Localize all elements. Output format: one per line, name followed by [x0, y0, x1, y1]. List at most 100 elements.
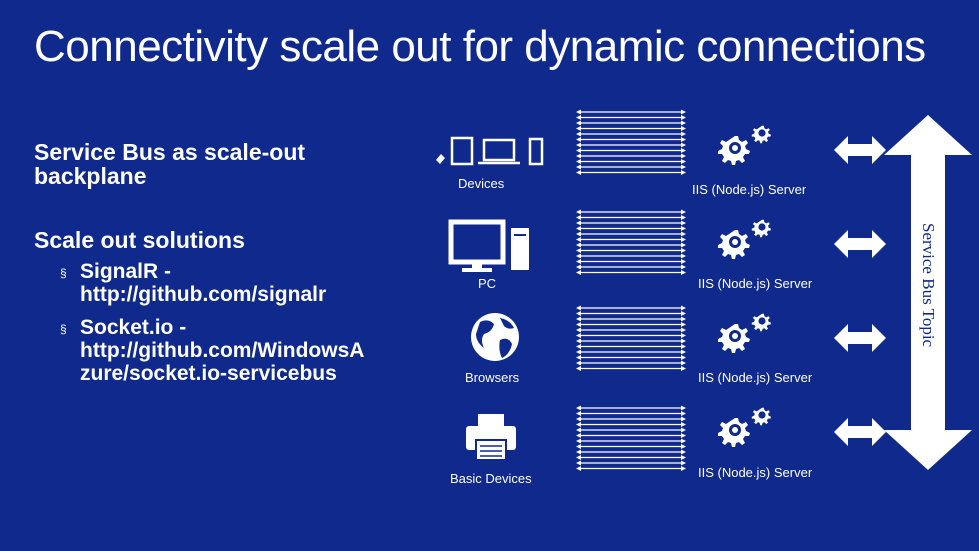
arrowhead-right — [681, 322, 686, 327]
arrowhead-left — [576, 422, 581, 427]
arrowhead-left — [576, 311, 581, 316]
arrowhead-right — [681, 422, 686, 427]
arrowhead-left — [576, 349, 581, 355]
arrowhead-left — [576, 264, 581, 270]
slide-title: Connectivity scale out for dynamic conne… — [34, 22, 926, 71]
bullet-socketio: Socket.io - http://github.com/WindowsA z… — [80, 316, 364, 385]
arrowhead-right — [681, 159, 686, 164]
arrowhead-left — [576, 209, 581, 215]
arrowhead-right — [681, 109, 686, 115]
arrowhead-left — [576, 253, 581, 259]
double-arrow-3 — [834, 324, 886, 352]
arrowhead-right — [681, 170, 686, 175]
arrowhead-right — [681, 405, 686, 411]
arrowhead-left — [576, 344, 581, 349]
arrowhead-left — [576, 360, 581, 366]
arrowhead-right — [681, 253, 686, 259]
arrowhead-right — [681, 209, 686, 215]
globe-icon — [471, 313, 519, 361]
arrowhead-right — [681, 338, 686, 344]
arrowhead-left — [576, 120, 581, 126]
arrowhead-left — [576, 460, 581, 466]
arrowhead-right — [681, 438, 686, 444]
arrowhead-right — [681, 215, 686, 220]
arrowhead-left — [576, 215, 581, 220]
arrowhead-right — [681, 153, 686, 159]
arrowhead-right — [681, 226, 686, 231]
arrowhead-left — [576, 248, 581, 253]
arrowhead-right — [681, 231, 686, 237]
arrowhead-left — [576, 126, 581, 131]
client-label-browsers: Browsers — [465, 370, 520, 385]
printer-icon — [466, 414, 516, 461]
devices-icon — [436, 136, 544, 166]
arrowhead-right — [681, 137, 686, 142]
bullet-socketio-line2: http://github.com/WindowsA — [80, 339, 365, 362]
arrowhead-left — [576, 131, 581, 137]
arrowhead-left — [576, 366, 581, 371]
arrowhead-right — [681, 460, 686, 466]
client-label-basic-devices: Basic Devices — [450, 471, 532, 486]
bullet-signalr-line1: SignalR - — [80, 260, 172, 283]
bullet-socketio-line3: zure/socket.io-servicebus — [80, 362, 337, 385]
arrowhead-left — [576, 170, 581, 175]
server-label-3: IIS (Node.js) Server — [698, 370, 813, 385]
arrowhead-left — [576, 327, 581, 333]
arrowhead-left — [576, 405, 581, 411]
arrowhead-left — [576, 355, 581, 360]
arrowhead-left — [576, 220, 581, 226]
arrowhead-left — [576, 164, 581, 170]
gears-icon-4 — [718, 407, 771, 447]
arrowhead-left — [576, 305, 581, 311]
arrowhead-right — [681, 466, 686, 471]
heading-backplane-line2: backplane — [34, 163, 147, 189]
heading-backplane-line1: Service Bus as scale-out — [34, 139, 306, 165]
service-bus-topic-arrow — [884, 115, 972, 470]
arrowhead-right — [681, 455, 686, 460]
arrowhead-right — [681, 164, 686, 170]
connection-bundles — [576, 109, 686, 471]
double-arrow-1 — [834, 136, 886, 164]
arrowhead-right — [681, 333, 686, 338]
arrowhead-left — [576, 416, 581, 422]
arrowhead-right — [681, 120, 686, 126]
arrowhead-right — [681, 237, 686, 242]
arrowhead-left — [576, 226, 581, 231]
arrowhead-right — [681, 444, 686, 449]
bullet-mark-1: § — [60, 266, 67, 280]
pc-icon — [448, 219, 529, 272]
arrowhead-left — [576, 153, 581, 159]
gears-icon-1 — [718, 125, 771, 165]
arrowhead-right — [681, 433, 686, 438]
arrowhead-right — [681, 311, 686, 316]
arrowhead-right — [681, 220, 686, 226]
heading-scale-out: Scale out solutions — [34, 227, 245, 253]
arrowhead-left — [576, 427, 581, 433]
arrowhead-left — [576, 449, 581, 455]
arrowhead-right — [681, 115, 686, 120]
arrowhead-left — [576, 333, 581, 338]
arrowhead-right — [681, 242, 686, 248]
service-bus-topic-label: Service Bus Topic — [919, 222, 938, 348]
arrowhead-left — [576, 242, 581, 248]
arrowhead-left — [576, 109, 581, 115]
arrowhead-left — [576, 433, 581, 438]
bullet-mark-2: § — [60, 322, 67, 336]
bullet-signalr-line2: http://github.com/signalr — [80, 283, 327, 306]
arrowhead-left — [576, 338, 581, 344]
arrowhead-right — [681, 327, 686, 333]
arrowhead-right — [681, 131, 686, 137]
arrowhead-right — [681, 416, 686, 422]
arrowhead-right — [681, 142, 686, 148]
arrowhead-left — [576, 444, 581, 449]
arrowhead-right — [681, 449, 686, 455]
arrowhead-right — [681, 411, 686, 416]
arrowhead-left — [576, 137, 581, 142]
arrowhead-left — [576, 148, 581, 153]
arrowhead-left — [576, 438, 581, 444]
double-arrow-2 — [834, 230, 886, 258]
arrowhead-left — [576, 466, 581, 471]
server-label-1: IIS (Node.js) Server — [692, 182, 807, 197]
arrowhead-right — [681, 316, 686, 322]
